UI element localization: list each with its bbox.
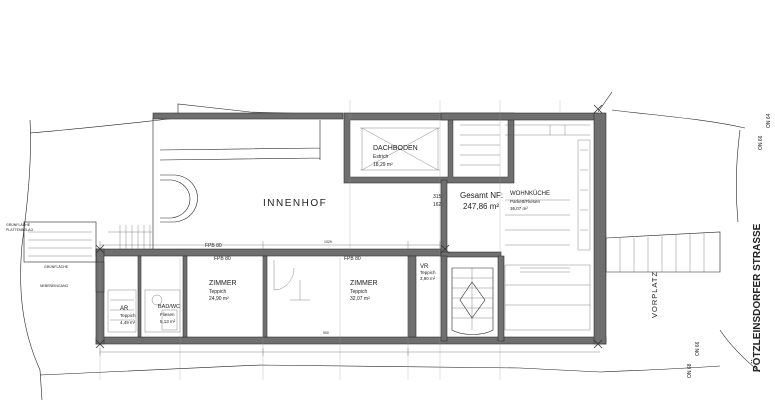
wohnkueche-name: WOHNKÜCHE: [510, 190, 550, 197]
ar-name: AR: [120, 306, 129, 312]
bath-fixtures: [107, 289, 181, 333]
site-outline-east: [597, 91, 761, 373]
bad-area: 5,13 m²: [160, 319, 176, 324]
label-fpb-1: FPB 80: [205, 243, 222, 249]
gesamt-label: Gesamt NF:: [460, 191, 503, 200]
label-fpb-2: FPB 80: [214, 256, 231, 262]
west-annex-hatch: [28, 231, 97, 290]
vorplatz-name: VORPLATZ: [650, 271, 659, 318]
wall-bad-east: [182, 255, 188, 338]
zimmer1-area: 24,90 m²: [209, 296, 229, 302]
site-outline-south: [39, 364, 721, 376]
dachboden-hatch: [360, 127, 440, 171]
east-wing-wall-west: [440, 179, 448, 257]
survey-grid: [99, 100, 561, 380]
bad-floor: Fliesen: [160, 312, 175, 317]
wohnkueche-area: 36,07 m²: [510, 206, 528, 211]
innenhof-name: INNENHOF: [263, 198, 327, 209]
dimension-line-north: [99, 241, 441, 249]
label-on-68: ON 68: [687, 363, 693, 378]
wall-zimmer-divider: [262, 255, 268, 338]
kitchen-built-in: [504, 264, 591, 331]
wall-ar-divider: [137, 255, 142, 338]
door-swing-zimmer2: [273, 260, 310, 301]
dachboden-side-room: [452, 119, 509, 178]
label-num-162: 162: [433, 202, 442, 208]
east-wing-wall-north: [440, 112, 599, 121]
bad-name: BAD/WC: [158, 304, 180, 310]
zimmer1-name: ZIMMER: [209, 280, 237, 287]
kitchen-counter: [505, 124, 591, 251]
kitchen-wall-south: [440, 251, 502, 258]
east-wing-wall-east: [593, 112, 607, 345]
stair-core-wall-left: [440, 255, 448, 342]
label-nebeneingang: NEBENEINGANG: [40, 284, 68, 288]
dimension-line-south: [99, 348, 600, 356]
stair-core-wall-right: [497, 255, 505, 342]
innenhof-curve: [160, 174, 198, 223]
ar-floor: Teppich: [120, 313, 136, 318]
label-gruenflaeche-top: GRÜNFLÄCHE: [6, 223, 31, 227]
label-fpb-3: FPB 80: [344, 256, 361, 262]
zimmer2-floor: Teppich: [350, 289, 367, 295]
zimmer1-floor: Teppich: [209, 289, 226, 295]
label-plattenbelag: PLATTENBELAG: [6, 228, 33, 232]
wall-zimmer2-east: [407, 255, 417, 338]
dachboden-name: DACHBODEN: [373, 145, 418, 152]
label-num-315: 315: [433, 194, 442, 200]
label-on-66-bottom: ON 66: [695, 341, 701, 356]
innenhof-boundary: [152, 118, 321, 250]
innenhof-steps: [108, 225, 152, 255]
site-outline-west: [20, 119, 43, 400]
street-name: PÖTZLEINSDORFER STRASSE: [750, 223, 763, 372]
label-dim-900: 900: [323, 331, 329, 335]
wohnkueche-floor: Parkett/Fliesen: [510, 199, 541, 204]
dachboden-area: 18,29 m²: [373, 162, 393, 168]
dachboden-ladder: [460, 124, 500, 166]
label-on-66-top: ON 66: [758, 135, 764, 150]
staircase: [451, 267, 494, 335]
west-annex: [23, 221, 97, 263]
vr-name: VR: [420, 264, 429, 270]
innenhof-wall-top: [152, 112, 344, 120]
zimmer2-name: ZIMMER: [350, 280, 378, 287]
vr-area: 3,90 m²: [420, 276, 436, 281]
ar-area: 4,49 m²: [120, 320, 136, 325]
main-wall-south: [95, 336, 607, 345]
vr-floor: Teppich: [420, 270, 436, 275]
label-dim-1029: 1029: [324, 240, 332, 244]
label-gruenflaeche-annex: GRÜNFLÄCHE: [44, 265, 69, 269]
zimmer2-area: 32,07 m²: [350, 296, 370, 302]
vorplatz-steps: [605, 231, 721, 273]
main-wall-north: [95, 248, 442, 257]
gesamt-area: 247,86 m²: [463, 202, 499, 211]
kitchen-table: [505, 199, 570, 246]
dachboden-floor: Estrich: [373, 154, 389, 160]
label-on-64: ON 64: [766, 113, 772, 128]
